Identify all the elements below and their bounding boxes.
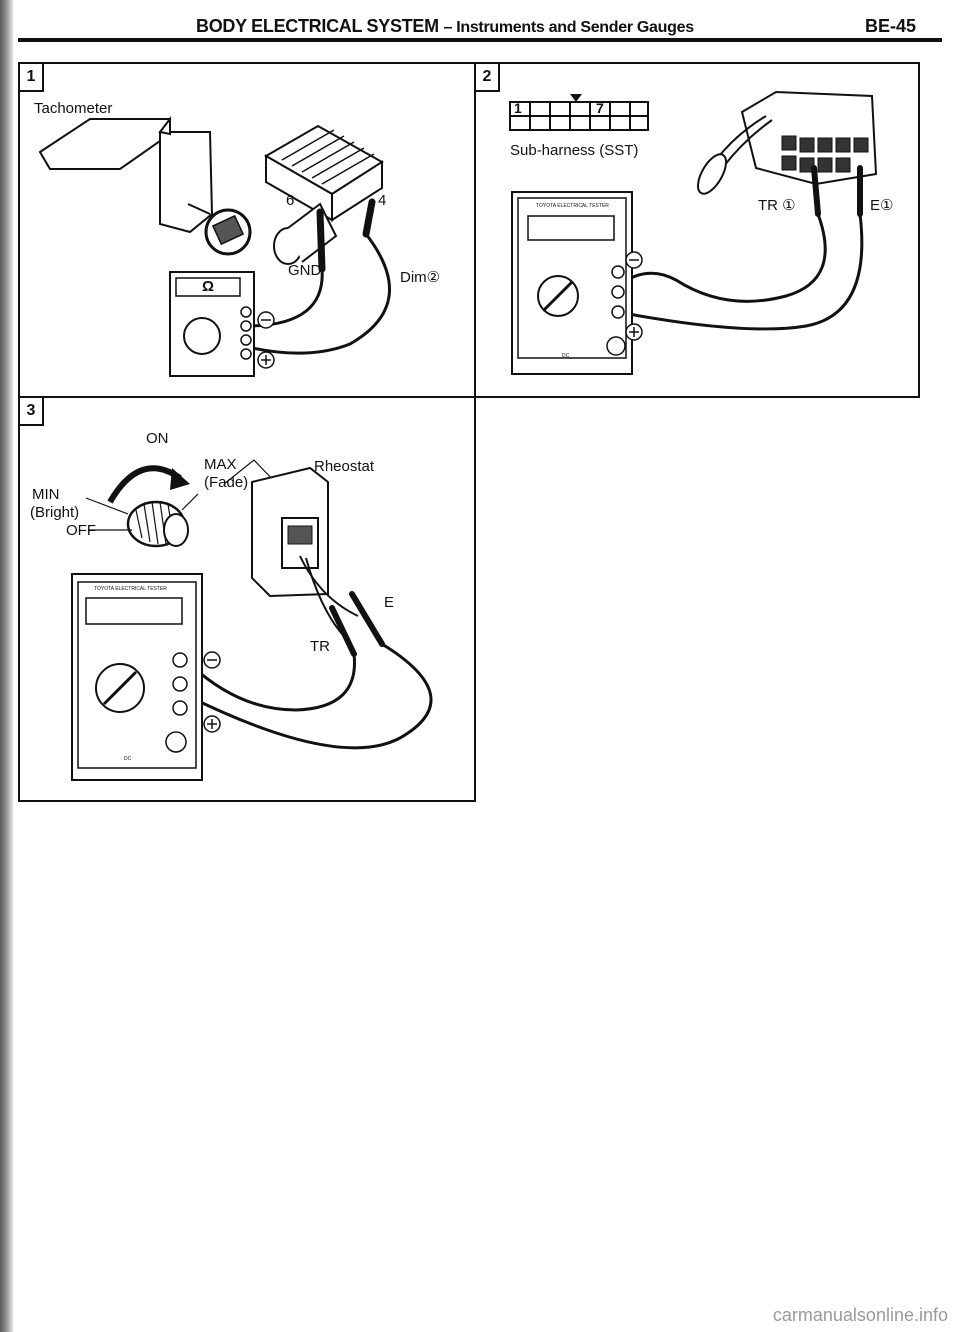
max-label: MAX bbox=[204, 456, 237, 473]
book-spine-shadow bbox=[0, 0, 14, 1332]
panel-3-rheostat-test: 3 bbox=[18, 396, 476, 802]
subharness-label: Sub-harness (SST) bbox=[510, 142, 639, 159]
pin-6-label: 6 bbox=[286, 192, 295, 209]
e-terminal-label: E bbox=[384, 594, 395, 611]
dim-label: Dim② bbox=[400, 269, 441, 286]
pin-7-label: 7 bbox=[596, 100, 604, 116]
pin-4-label: 4 bbox=[378, 192, 387, 209]
bright-label: (Bright) bbox=[30, 504, 80, 521]
pin-1-label: 1 bbox=[514, 100, 522, 116]
meter-brand-label: TOYOTA ELECTRICAL TESTER bbox=[536, 203, 609, 209]
subharness-test-illustration bbox=[509, 90, 878, 375]
rheostat-label: Rheostat bbox=[314, 458, 375, 475]
min-label: MIN bbox=[32, 486, 60, 503]
tr-terminal-label: TR ① bbox=[758, 197, 796, 214]
header-title: BODY ELECTRICAL SYSTEM – Instruments and… bbox=[196, 16, 694, 37]
panel-number: 3 bbox=[20, 398, 44, 426]
watermark: carmanualsonline.info bbox=[772, 1305, 948, 1325]
fade-label: (Fade) bbox=[204, 474, 249, 491]
section-subtitle: – Instruments and Sender Gauges bbox=[443, 19, 694, 36]
page-header: BODY ELECTRICAL SYSTEM – Instruments and… bbox=[18, 10, 946, 40]
meter-mode-label: DC bbox=[562, 353, 570, 359]
section-title: BODY ELECTRICAL SYSTEM bbox=[196, 16, 439, 36]
meter-brand-label: TOYOTA ELECTRICAL TESTER bbox=[94, 586, 167, 592]
header-rule bbox=[18, 38, 942, 42]
rheostat-test-illustration bbox=[71, 459, 433, 781]
gnd-label: GND bbox=[288, 262, 322, 279]
panel-number: 1 bbox=[20, 64, 44, 92]
on-label: ON bbox=[146, 430, 169, 447]
page-number: BE-45 bbox=[864, 16, 916, 36]
tachometer-label: Tachometer bbox=[34, 100, 113, 117]
tachometer-test-illustration bbox=[38, 116, 391, 377]
panel-1-tachometer-test: 1 bbox=[18, 62, 476, 398]
ohm-display: Ω bbox=[202, 278, 215, 295]
meter-mode-label: DC bbox=[124, 756, 132, 762]
tr-terminal-label: TR bbox=[310, 638, 330, 655]
panel-number: 2 bbox=[476, 64, 500, 92]
e-terminal-label: E① bbox=[870, 197, 894, 214]
off-label: OFF bbox=[66, 522, 96, 539]
panel-2-subharness-test: 2 bbox=[474, 62, 920, 398]
